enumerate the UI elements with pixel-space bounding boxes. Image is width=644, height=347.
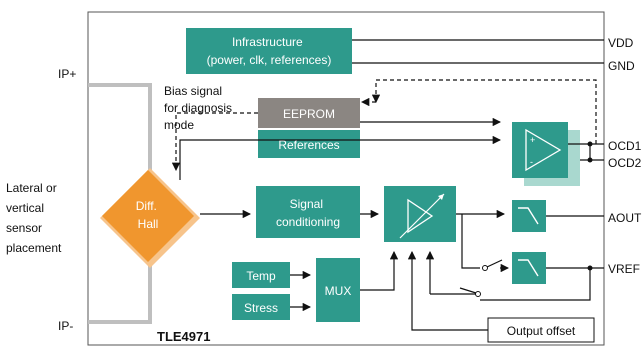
amp-to-vref-path xyxy=(461,214,480,269)
svg-text:-: - xyxy=(530,157,533,167)
stress-block: Stress xyxy=(232,294,290,320)
aout-filter-block xyxy=(512,200,546,232)
programmable-amplifier xyxy=(384,186,456,242)
comparator-block: + - xyxy=(512,122,580,186)
svg-text:Temp: Temp xyxy=(246,269,276,283)
svg-text:EEPROM: EEPROM xyxy=(283,107,335,121)
svg-text:MUX: MUX xyxy=(325,284,352,298)
vref-switch-node xyxy=(482,265,488,271)
hall-to-comparator xyxy=(179,135,502,180)
vref-feedback xyxy=(480,268,591,301)
svg-text:Infrastructure (power, c: Infrastructure (power, clk, references) xyxy=(207,35,332,67)
svg-text:Stress: Stress xyxy=(244,301,278,315)
temp-block: Temp xyxy=(232,262,290,288)
pin-gnd: GND xyxy=(608,59,635,73)
placement-label: Lateral or vertical sensor placement xyxy=(6,181,62,255)
mux-to-amp xyxy=(360,250,399,291)
pin-vref: VREF xyxy=(608,262,640,276)
pin-ip-plus: IP+ xyxy=(58,67,76,81)
pin-ocd1: OCD1 xyxy=(608,139,642,153)
chip-outline xyxy=(87,11,605,346)
pin-aout: AOUT xyxy=(608,211,642,225)
pin-ocd2: OCD2 xyxy=(608,156,642,170)
feedback-switch-node xyxy=(475,291,481,297)
svg-text:References: References xyxy=(278,138,339,152)
vref-switch xyxy=(486,259,503,268)
pin-vdd: VDD xyxy=(608,36,634,50)
bias-signal-label: Bias signal for diagnosis mode xyxy=(164,84,235,132)
infrastructure-block: Infrastructure (power, clk, references) xyxy=(186,28,352,74)
svg-text:+: + xyxy=(530,135,535,145)
chip-name: TLE4971 xyxy=(157,329,210,344)
output-offset-block: Output offset xyxy=(487,317,595,343)
vref-filter-block xyxy=(512,252,546,284)
eeprom-block: EEPROM xyxy=(258,98,360,128)
feedback-switch xyxy=(459,287,477,294)
diff-hall-block: Diff. Hall xyxy=(100,168,200,268)
mux-block: MUX xyxy=(316,258,360,322)
pin-ip-minus: IP- xyxy=(58,319,73,333)
svg-text:Signal conditioning: Signal conditioning xyxy=(276,197,340,229)
bias-dashed-line xyxy=(171,112,258,172)
ocd-feedback-dashed xyxy=(371,79,597,144)
signal-conditioning-block: Signal conditioning xyxy=(256,186,360,238)
svg-text:Diff. Hall: Diff. Hall xyxy=(136,199,160,231)
references-block: References xyxy=(258,130,360,158)
svg-text:Output offset: Output offset xyxy=(507,324,576,338)
offset-to-amp xyxy=(407,250,488,331)
